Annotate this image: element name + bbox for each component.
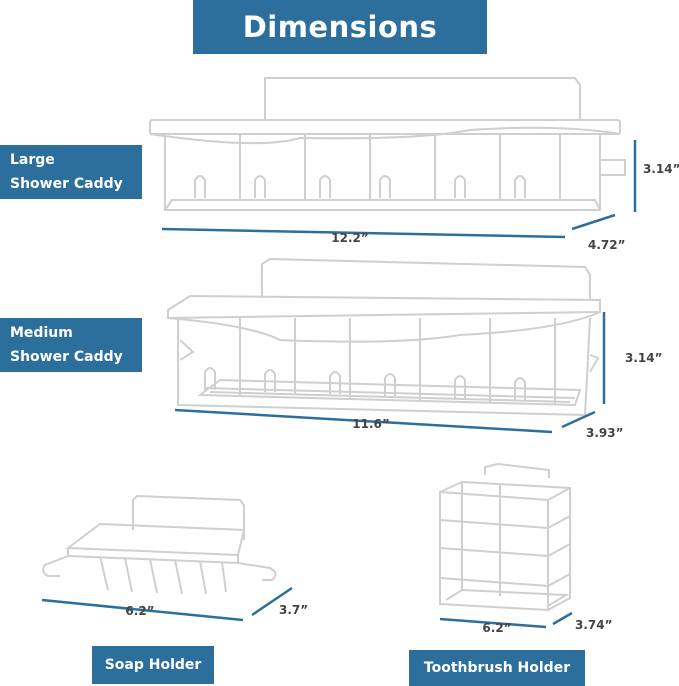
soap-holder-image [42, 494, 277, 595]
toothbrush-holder-image [439, 462, 571, 612]
large-caddy-name-line1: Large [10, 152, 55, 168]
large-caddy-length-label: 12.2” [331, 231, 369, 245]
toothbrush-holder-depth-label: 3.74” [575, 618, 613, 632]
label-toothbrush-holder: Toothbrush Holder [409, 650, 585, 686]
medium-caddy-length-label: 11.6” [352, 417, 390, 431]
large-caddy-dimension-lines [161, 140, 637, 239]
label-large-shower-caddy: Large Shower Caddy [0, 145, 142, 199]
label-medium-shower-caddy: Medium Shower Caddy [0, 318, 142, 372]
label-soap-holder: Soap Holder [92, 646, 214, 684]
soap-holder-length-label: 6.2” [125, 604, 154, 618]
medium-caddy-name-line2: Shower Caddy [10, 349, 123, 365]
toothbrush-holder-length-label: 6.2” [482, 621, 511, 635]
large-caddy-name-line2: Shower Caddy [10, 176, 123, 192]
toothbrush-holder-dimension-lines [439, 611, 573, 629]
medium-caddy-image [167, 257, 601, 417]
large-caddy-depth-label: 4.72” [588, 238, 626, 252]
medium-caddy-depth-label: 3.93” [586, 426, 624, 440]
medium-caddy-dimension-lines [174, 312, 606, 434]
large-caddy-image [149, 77, 626, 211]
large-caddy-height-label: 3.14” [643, 162, 679, 176]
page-title: Dimensions [193, 0, 487, 54]
soap-holder-dimension-lines [41, 586, 293, 622]
soap-holder-depth-label: 3.7” [279, 603, 308, 617]
medium-caddy-height-label: 3.14” [625, 351, 663, 365]
medium-caddy-name-line1: Medium [10, 325, 73, 341]
